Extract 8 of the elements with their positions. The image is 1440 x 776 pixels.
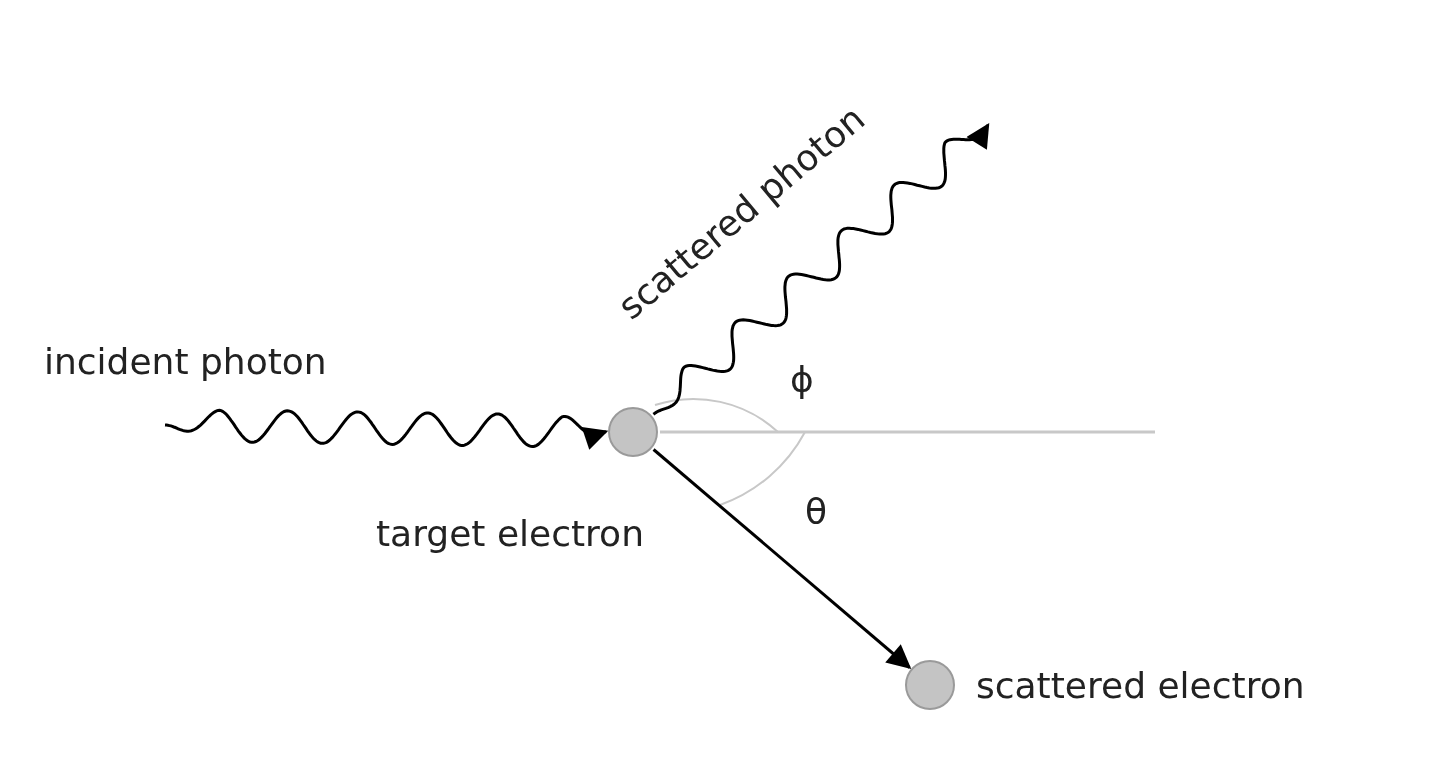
wavy-arrow [164,408,609,450]
arrow [652,448,912,670]
angle-label: θ [805,494,828,530]
node-caption: target electron [376,516,644,552]
edge-label: incident photon [44,344,327,380]
angle-label: ϕ [790,362,814,398]
wavy-arrow [652,122,990,416]
node-caption: scattered electron [976,668,1305,704]
